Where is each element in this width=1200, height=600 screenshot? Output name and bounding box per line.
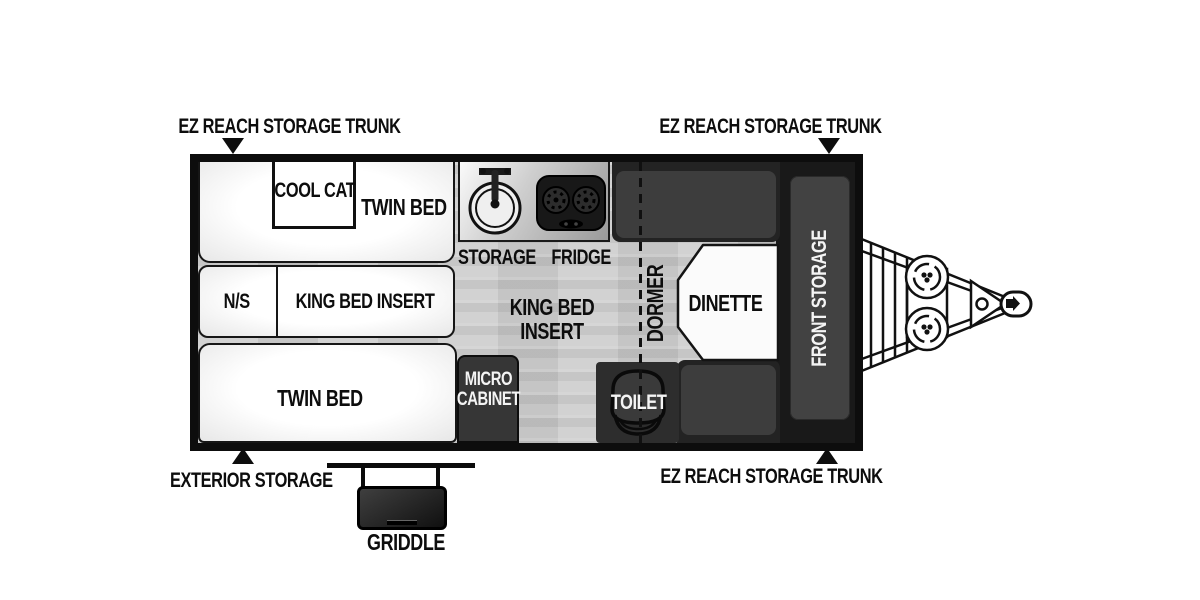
dinette-bench-top (612, 162, 780, 242)
label-dormer: DORMER (641, 264, 668, 342)
griddle-post (436, 467, 440, 488)
toilet-room (596, 362, 679, 443)
griddle-post (361, 467, 365, 488)
label-ez-reach-top-left: EZ REACH STORAGE TRUNK (177, 115, 401, 138)
coupler-icon (999, 290, 1033, 318)
label-text: EZ REACH STORAGE TRUNK (177, 115, 401, 138)
label-front-storage: FRONT STORAGE (808, 229, 831, 367)
trailer-body-outline: COOL CAT TWIN BED N/S KING BED INSERT TW… (190, 154, 863, 451)
propane-tanks-icon (904, 254, 950, 352)
label-dinette: DINETTE (687, 289, 762, 316)
label-text: EZ REACH STORAGE TRUNK (659, 465, 883, 488)
front-storage-panel (790, 176, 850, 420)
kitchen-counter (458, 162, 610, 242)
label-exterior-storage: EXTERIOR STORAGE (151, 469, 351, 492)
label-king-bed-insert-floor: KING BED INSERT (509, 293, 595, 344)
griddle-rail (327, 463, 475, 468)
dormer-boundary-line (639, 162, 642, 443)
label-ez-reach-bottom-right: EZ REACH STORAGE TRUNK (659, 465, 883, 488)
king-bed-insert-row (198, 265, 455, 338)
label-toilet: TOILET (611, 391, 667, 414)
up-arrow-icon (816, 448, 838, 464)
sink-icon (468, 168, 522, 235)
label-fridge: FRIDGE (551, 246, 611, 269)
dinette-table (676, 243, 780, 362)
label-ez-reach-top-right: EZ REACH STORAGE TRUNK (658, 115, 882, 138)
label-text: EZ REACH STORAGE TRUNK (658, 115, 882, 138)
trailer-floor: COOL CAT TWIN BED N/S KING BED INSERT TW… (198, 162, 855, 443)
divider (276, 267, 278, 336)
tongue-jack-icon (975, 297, 989, 311)
twin-bed-bottom (198, 343, 457, 443)
label-text: EXTERIOR STORAGE (169, 469, 333, 492)
up-arrow-icon (232, 448, 254, 464)
label-storage: STORAGE (458, 246, 536, 269)
label-twin-bed-top: TWIN BED (361, 193, 447, 220)
down-arrow-icon (222, 138, 244, 154)
label-griddle: GRIDDLE (367, 528, 445, 555)
label-micro-cabinet: MICRO CABINET (456, 369, 520, 410)
cool-cat-unit (272, 162, 356, 229)
micro-cabinet (457, 355, 519, 443)
trailer-hitch-icon (858, 236, 1033, 374)
label-night-stand: N/S (223, 290, 251, 313)
griddle-icon (357, 486, 447, 530)
toilet-icon (610, 369, 666, 436)
label-king-bed-insert-side: KING BED INSERT (295, 290, 435, 313)
dinette-bench-bottom (677, 360, 780, 443)
label-twin-bed-bottom: TWIN BED (277, 384, 363, 411)
label-cool-cat: COOL CAT (274, 179, 356, 202)
stove-icon (536, 175, 606, 231)
down-arrow-icon (818, 138, 840, 154)
